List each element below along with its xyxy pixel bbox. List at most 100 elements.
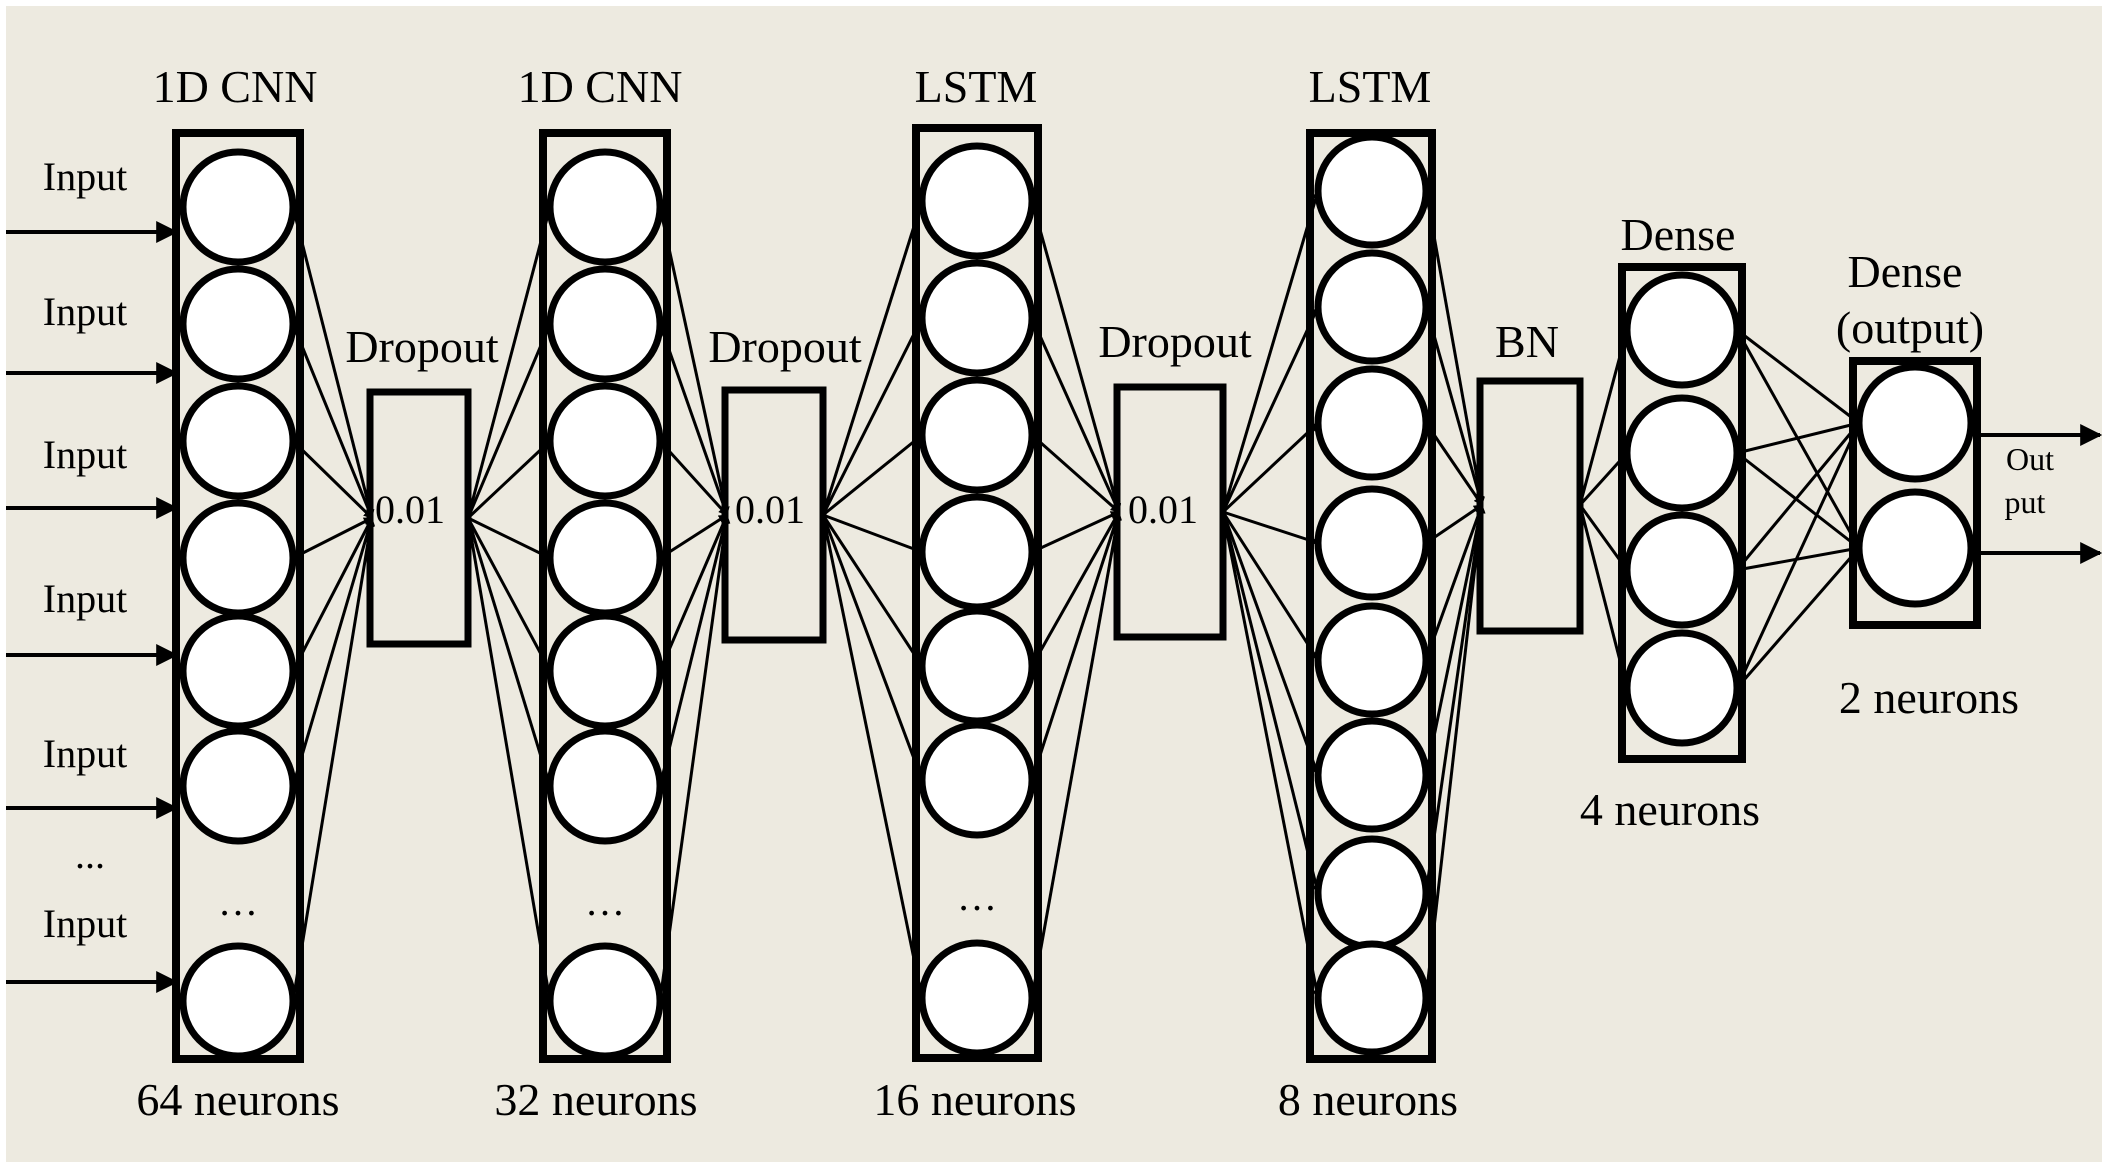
neuron-lstm2 — [1314, 717, 1430, 833]
layer-title-dropout2: Dropout — [708, 321, 862, 372]
neuron-dense2 — [1855, 363, 1975, 483]
neuron-cnn1 — [179, 727, 297, 845]
layer-title-bn: BN — [1495, 316, 1559, 367]
neuron-lstm2 — [1314, 133, 1430, 249]
layer-box-dense2 — [1849, 357, 1981, 629]
connection-dropout2-lstm1 — [822, 433, 923, 517]
connection-dropout3-lstm2 — [1221, 511, 1321, 894]
neuron-dense1 — [1623, 271, 1741, 389]
output-label-line2: put — [2005, 484, 2046, 520]
layer-box-lstm2 — [1306, 129, 1436, 1063]
neuron-cnn1 — [179, 265, 297, 383]
connection-cnn2-dropout2 — [659, 513, 728, 560]
neuron-lstm1 — [918, 259, 1036, 377]
connection-dropout2-lstm1 — [821, 317, 924, 516]
connection-dropout1-cnn2 — [466, 323, 552, 519]
output-label-line1: Out — [2006, 441, 2054, 477]
connection-cnn1-dropout1 — [291, 323, 374, 519]
input-label-6: Input — [43, 901, 127, 946]
layer-title-lstm1: LSTM — [915, 61, 1038, 112]
connection-cnn2-dropout2 — [658, 206, 730, 516]
connection-dropout2-lstm1 — [821, 200, 924, 516]
neuron-cnn2 — [546, 727, 664, 845]
connection-dropout3-lstm2 — [1221, 306, 1320, 513]
dropout-rate-1: 0.01 — [375, 487, 445, 532]
connection-cnn1-dropout1 — [291, 206, 375, 519]
dropout-box-3 — [1113, 383, 1227, 641]
neuron-cnn1 — [179, 382, 297, 500]
input-label-5: Input — [43, 731, 127, 776]
layer-title-dropout3: Dropout — [1098, 316, 1252, 367]
connection-dropout2-lstm1 — [821, 514, 925, 999]
connection-lstm1-dropout3 — [1030, 317, 1121, 513]
dropout-layer-3: 0.01 — [1113, 383, 1227, 641]
neuron-cnn1 — [179, 612, 297, 730]
layer-dense2 — [1849, 357, 1981, 629]
neuron-cnn2 — [546, 148, 664, 266]
neuron-lstm2 — [1314, 365, 1430, 481]
neuron-count-lstm1: 16 neurons — [873, 1074, 1076, 1125]
neuron-cnn1 — [179, 942, 297, 1060]
neuron-count-lstm2: 8 neurons — [1278, 1074, 1458, 1125]
neuron-dense1 — [1623, 629, 1741, 747]
input-labels: Input Input Input Input Input ... Input — [43, 154, 127, 946]
connection-dense1-dense2 — [1736, 328, 1860, 425]
connection-cnn2-dropout2 — [658, 514, 731, 1002]
layer-box-dense1 — [1618, 263, 1746, 763]
connection-lstm1-dropout3 — [1031, 510, 1120, 554]
input-label-2: Input — [43, 289, 127, 334]
dropout-layer-1: 0.01 — [366, 388, 472, 648]
connection-dense1-dense2 — [1736, 451, 1860, 550]
connection-lstm1-dropout3 — [1030, 511, 1121, 781]
neuron-count-dense1: 4 neurons — [1580, 784, 1760, 835]
connection-dropout3-lstm2 — [1221, 190, 1321, 513]
layer-lstm2 — [1306, 129, 1436, 1063]
neuron-cnn1 — [179, 499, 297, 617]
connection-cnn2-dropout2 — [658, 323, 729, 516]
connection-cnn2-dropout2 — [658, 514, 729, 672]
input-label-4: Input — [43, 576, 127, 621]
neuron-count-cnn1: 64 neurons — [136, 1074, 339, 1125]
connection-dense1-dense2 — [1735, 422, 1861, 571]
neuron-lstm1 — [918, 939, 1036, 1057]
connection-cnn1-dropout1 — [291, 517, 375, 787]
neuron-cnn2 — [546, 382, 664, 500]
neuron-count-cnn2: 32 neurons — [494, 1074, 697, 1125]
connection-dropout2-lstm1 — [822, 513, 923, 554]
connection-dropout1-cnn2 — [467, 516, 551, 560]
connection-dropout1-cnn2 — [466, 439, 552, 520]
neuron-cnn1 — [179, 148, 297, 266]
connection-dense1-dense2 — [1735, 547, 1861, 689]
dropout-rate-2: 0.01 — [735, 487, 805, 532]
dropout-rate-3: 0.01 — [1128, 487, 1198, 532]
ellipsis-cnn2: … — [585, 879, 625, 924]
layer-title-cnn2: 1D CNN — [518, 61, 683, 112]
input-label-3: Input — [43, 432, 127, 477]
connection-cnn1-dropout1 — [291, 439, 374, 520]
batch-norm-box — [1476, 377, 1584, 635]
diagram-background — [6, 6, 2102, 1162]
dropout-box-1 — [366, 388, 472, 648]
batch-norm-layer — [1476, 377, 1584, 635]
connection-dropout3-lstm2 — [1221, 421, 1320, 514]
neuron-cnn2 — [546, 612, 664, 730]
connection-dropout3-lstm2 — [1221, 511, 1321, 999]
neuron-dense1 — [1623, 394, 1741, 512]
layer-title-dropout1: Dropout — [345, 321, 499, 372]
connection-dense1-dense2 — [1736, 420, 1860, 455]
layer-title-dense2-line1: Dense — [1848, 246, 1963, 297]
connection-dropout3-lstm2 — [1221, 511, 1320, 661]
connection-lstm1-dropout3 — [1030, 511, 1121, 667]
neuron-count-dense2: 2 neurons — [1839, 672, 2019, 723]
connection-dropout2-lstm1 — [821, 514, 924, 781]
ellipsis-cnn1: … — [218, 879, 258, 924]
neuron-cnn2 — [546, 499, 664, 617]
neuron-lstm2 — [1314, 602, 1430, 718]
neuron-dense2 — [1855, 488, 1975, 608]
neuron-lstm1 — [918, 493, 1036, 611]
layer-title-lstm2: LSTM — [1309, 61, 1432, 112]
layer-title-dense1: Dense — [1621, 209, 1736, 260]
connection-cnn1-dropout1 — [291, 517, 374, 672]
layer-cnn2: … — [539, 129, 671, 1063]
